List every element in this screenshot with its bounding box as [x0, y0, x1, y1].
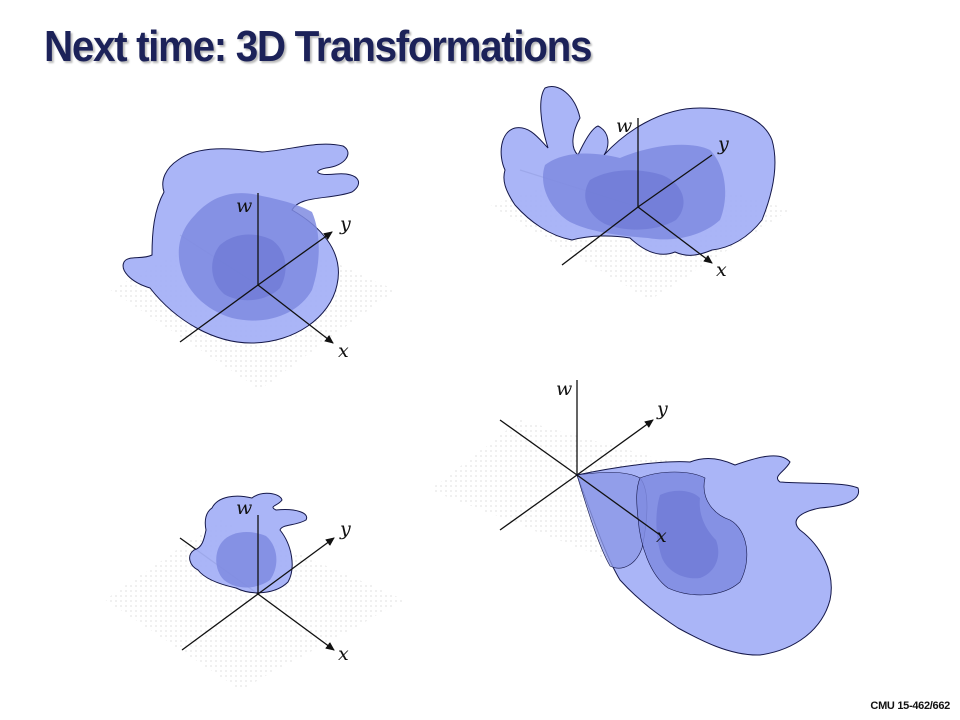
panel-bottom-right: w y x	[430, 378, 860, 656]
panel-top-left: w y x	[110, 143, 395, 390]
y-axis	[257, 231, 333, 286]
axis-line-front	[181, 593, 259, 651]
bunny-layer-core	[212, 234, 286, 301]
bunny-layer-core	[656, 490, 719, 579]
x-axis	[576, 474, 661, 536]
y-axis	[576, 419, 654, 476]
x-axis-label: x	[338, 340, 349, 362]
y-axis-label: y	[339, 213, 351, 235]
x-axis	[257, 593, 335, 651]
y-axis-label: y	[717, 133, 729, 155]
y-axis-label: y	[339, 518, 351, 540]
axis-line-front	[179, 284, 259, 343]
w-axis-label: w	[556, 378, 572, 400]
panel-bottom-left: w y x	[105, 492, 405, 690]
w-axis-label: w	[236, 195, 252, 217]
y-axis	[637, 154, 713, 208]
y-axis-label: y	[656, 398, 668, 420]
axis-line-front	[561, 206, 639, 266]
ground-grid	[105, 520, 405, 690]
w-axis-label: w	[616, 115, 632, 137]
x-axis	[637, 206, 713, 264]
axis-line-front	[499, 474, 578, 531]
axis-line-back	[499, 419, 578, 476]
w-axis-label: w	[236, 497, 252, 519]
bunny-layer-inner	[216, 532, 277, 588]
slide-title: Next time: 3D Transformations	[44, 22, 592, 71]
x-axis-label: x	[716, 259, 727, 281]
course-footer: CMU 15-462/662	[870, 700, 950, 712]
y-axis	[257, 537, 335, 595]
x-axis-label: x	[338, 643, 349, 665]
x-axis-label: x	[656, 525, 667, 547]
x-axis	[257, 284, 334, 344]
bunny-layer-ghost	[576, 472, 648, 569]
bunny-layer-core	[585, 170, 684, 230]
panel-top-right: w y x	[490, 86, 790, 300]
